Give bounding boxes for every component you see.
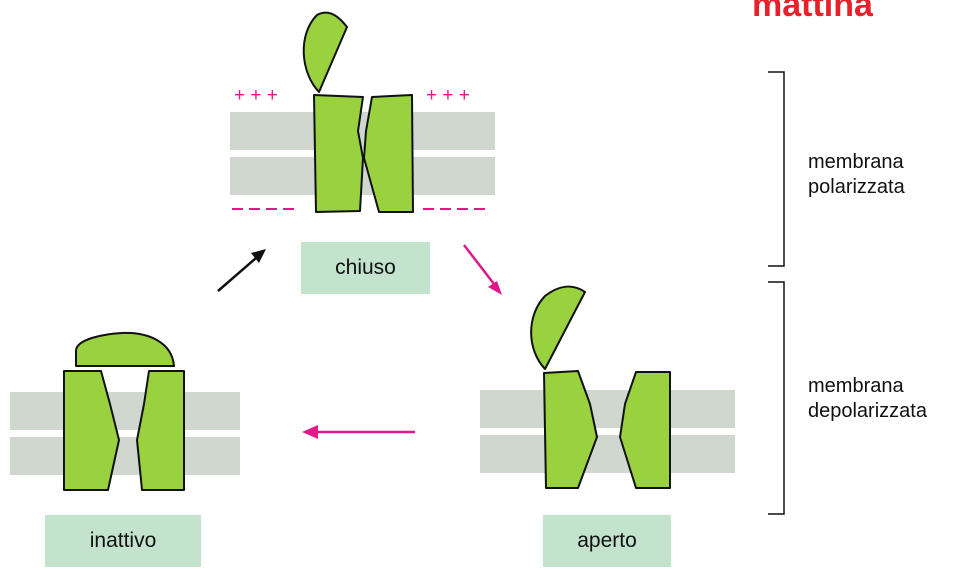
membrane-upper-layer — [10, 392, 240, 430]
membrane-upper-layer — [230, 112, 495, 150]
channel-subunit-left — [313, 94, 364, 213]
gate-open-position — [530, 285, 586, 370]
membrane-lower-layer — [10, 437, 240, 475]
channel-subunit-left — [543, 370, 598, 489]
bracket-polarized — [768, 71, 785, 267]
channel-inactive — [10, 331, 240, 491]
state-label-open: aperto — [543, 515, 671, 567]
state-label-inactive: inattivo — [45, 515, 201, 567]
state-label-closed: chiuso — [301, 242, 430, 294]
positive-charges-right: + + + — [426, 85, 470, 106]
bracket-depolarized — [768, 281, 785, 515]
membrane-lower-layer — [480, 435, 735, 473]
bracket-label-line2: depolarizzata — [808, 400, 927, 422]
bracket-label-line1: membrana — [808, 151, 904, 173]
bracket-label-line1: membrana — [808, 375, 904, 397]
bracket-label-line2: polarizzata — [808, 176, 905, 198]
gate-open-position — [302, 11, 348, 93]
bracket-label-polarized: membrana polarizzata — [808, 150, 905, 200]
channel-closed — [230, 11, 495, 213]
channel-subunit-right — [136, 370, 185, 491]
channel-subunit-left — [63, 370, 120, 491]
inactivation-gate — [75, 331, 175, 367]
membrane-upper-layer — [480, 390, 735, 428]
arrow-closed-to-open — [463, 244, 502, 295]
channel-open — [480, 285, 735, 489]
page-title-fragment: mattina — [752, 0, 873, 24]
arrow-open-to-inactive — [302, 425, 415, 439]
arrow-inactive-to-closed — [217, 249, 266, 292]
channel-subunit-right — [619, 371, 671, 489]
bracket-label-depolarized: membrana depolarizzata — [808, 374, 927, 424]
channel-subunit-right — [363, 94, 414, 213]
positive-charges-left: + + + — [234, 85, 278, 106]
